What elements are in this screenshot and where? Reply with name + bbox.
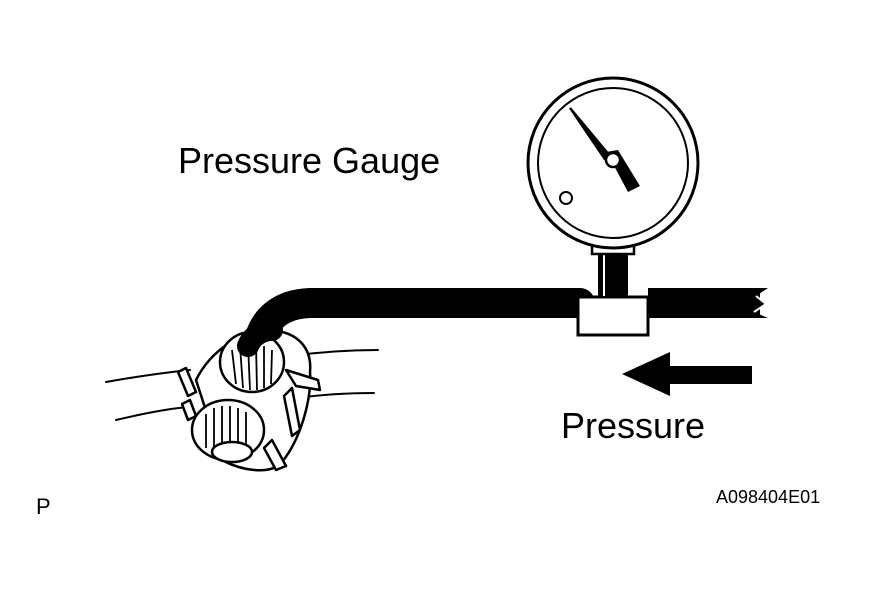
pressure-hose xyxy=(243,288,768,361)
tee-stem xyxy=(598,250,628,298)
pressure-flow-label: Pressure xyxy=(561,405,706,446)
flow-direction-arrow-icon xyxy=(622,352,752,396)
pressure-gauge-icon xyxy=(526,76,700,250)
regulator-valve-icon xyxy=(176,328,322,472)
pressure-gauge-label: Pressure Gauge xyxy=(178,140,441,181)
corner-mark: P xyxy=(36,494,51,519)
tee-fitting xyxy=(576,295,650,337)
figure-code: A098404E01 xyxy=(716,487,821,507)
